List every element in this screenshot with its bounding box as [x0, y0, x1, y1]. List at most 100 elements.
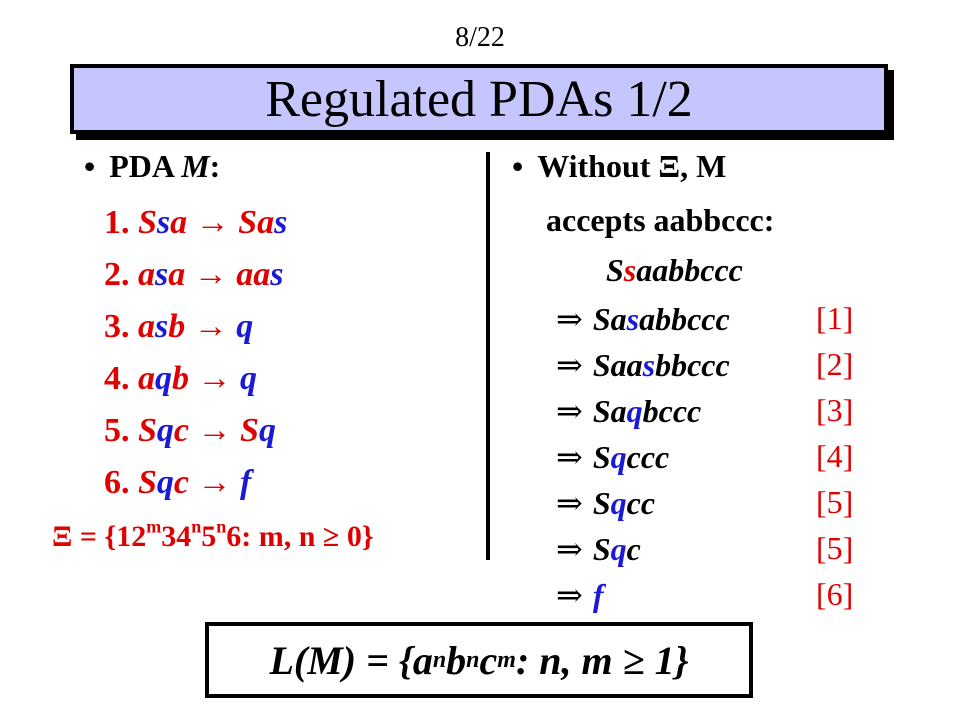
- xi-post: 6: m, n ≥ 0}: [226, 520, 374, 553]
- step-c: bbccc: [655, 347, 730, 383]
- derives-arrow-icon: ⇒: [556, 347, 583, 383]
- rule-rhs-b: q: [236, 308, 254, 345]
- derivation-step: ⇒f: [556, 576, 603, 614]
- xi-definition: Ξ = {12m34n5n6: m, n ≥ 0}: [52, 516, 374, 554]
- left-bullet: •PDA M:: [84, 148, 220, 185]
- step-b: s: [626, 301, 640, 337]
- rule-arrow: →: [189, 412, 241, 449]
- rule-3: 3. asb → q: [104, 308, 253, 346]
- derives-arrow-icon: ⇒: [556, 531, 583, 567]
- left-bullet-var: M: [181, 148, 210, 184]
- rule-num: 2.: [104, 256, 138, 293]
- rule-reference: [4]: [816, 438, 854, 474]
- rule-6: 6. Sqc → f: [104, 464, 251, 502]
- rule-lhs-a: S: [138, 204, 157, 241]
- rule-rhs-a: aa: [236, 256, 271, 293]
- xi-pre: Ξ = {12: [52, 520, 147, 553]
- rule-rhs-b: q: [258, 412, 276, 449]
- step-a: S: [592, 485, 611, 521]
- rule-lhs-b: s: [156, 204, 171, 241]
- rule-4: 4. aqb → q: [104, 360, 257, 398]
- rule-5: 5. Sqc → Sq: [104, 412, 276, 450]
- rule-arrow: →: [185, 256, 237, 293]
- slide-title-box: Regulated PDAs 1/2: [70, 64, 888, 134]
- step-c: abbccc: [639, 301, 730, 337]
- step-b: q: [626, 393, 643, 429]
- derivation-step: ⇒Sqc: [556, 530, 641, 568]
- page-number: 8/22: [455, 22, 505, 53]
- step-b: f: [592, 577, 604, 613]
- start-c: aabbccc: [636, 252, 743, 288]
- rule-num: 4.: [104, 360, 138, 397]
- step-a: S: [592, 439, 611, 475]
- step-c: bccc: [642, 393, 702, 429]
- step-b: q: [610, 531, 627, 567]
- rule-reference: [1]: [816, 300, 854, 336]
- lang-mid1: b: [446, 637, 467, 683]
- column-divider: [486, 152, 490, 560]
- step-a: S: [592, 531, 611, 567]
- derives-arrow-icon: ⇒: [556, 393, 583, 429]
- step-c: ccc: [626, 439, 670, 475]
- derives-arrow-icon: ⇒: [556, 577, 583, 613]
- rule-num: 3.: [104, 308, 138, 345]
- rule-lhs-b: s: [155, 256, 169, 293]
- step-a: Sa: [592, 301, 627, 337]
- xi-sup-m: m: [146, 516, 162, 537]
- rule-reference: [6]: [816, 576, 854, 612]
- derivation-step: ⇒Sasabbccc: [556, 300, 730, 338]
- rule-num: 1.: [104, 204, 138, 241]
- rule-arrow: →: [189, 360, 240, 397]
- step-c: cc: [626, 485, 656, 521]
- rule-lhs-b: s: [155, 308, 169, 345]
- rule-num: 6.: [104, 464, 138, 501]
- right-bullet-line1: Without Ξ, M: [537, 148, 727, 184]
- rule-arrow: →: [189, 464, 241, 501]
- rule-lhs-c: c: [173, 412, 190, 449]
- right-bullet-line2: accepts aabbccc:: [546, 202, 775, 238]
- left-bullet-label: PDA: [109, 148, 182, 184]
- rule-lhs-c: b: [172, 360, 189, 397]
- rule-rhs-b: s: [274, 204, 288, 241]
- rule-arrow: →: [185, 308, 237, 345]
- rule-lhs-a: a: [138, 360, 155, 397]
- lang-sup3: m: [497, 647, 516, 673]
- step-b: q: [610, 439, 627, 475]
- rule-reference: [2]: [816, 346, 854, 382]
- lang-post: : n, m ≥ 1}: [515, 637, 689, 683]
- step-a: Saa: [592, 347, 643, 383]
- derives-arrow-icon: ⇒: [556, 439, 583, 475]
- rule-lhs-c: c: [173, 464, 190, 501]
- rule-reference: [3]: [816, 392, 854, 428]
- xi-sup-n2: n: [216, 516, 227, 537]
- rule-lhs-a: S: [138, 464, 157, 501]
- derives-arrow-icon: ⇒: [556, 485, 583, 521]
- lang-sup2: n: [466, 647, 480, 673]
- step-a: Sa: [592, 393, 627, 429]
- right-bullet: •Without Ξ, M: [512, 148, 726, 185]
- derivation-step: ⇒Saqbccc: [556, 392, 701, 430]
- rule-num: 5.: [104, 412, 138, 449]
- rule-lhs-b: q: [155, 360, 172, 397]
- rule-2: 2. asa → aas: [104, 256, 283, 294]
- rule-rhs-b: q: [240, 360, 257, 397]
- rule-rhs-b: f: [240, 464, 252, 501]
- rule-rhs-a: Sa: [238, 204, 275, 241]
- start-a: S: [606, 252, 624, 288]
- xi-sup-n1: n: [191, 516, 202, 537]
- lang-sup1: n: [432, 647, 447, 673]
- start-state: s: [623, 252, 637, 288]
- rule-lhs-c: a: [168, 256, 186, 293]
- rule-lhs-b: q: [156, 464, 174, 501]
- derivation-step: ⇒Saasbbccc: [556, 346, 730, 384]
- step-c: c: [626, 531, 641, 567]
- xi-mid1: 34: [161, 520, 192, 553]
- slide-title: Regulated PDAs 1/2: [265, 70, 693, 128]
- rule-lhs-c: b: [168, 308, 186, 345]
- bullet-dot: •: [84, 148, 96, 184]
- rule-1: 1. Ssa → Sas: [104, 204, 287, 242]
- rule-lhs-a: S: [138, 412, 157, 449]
- rule-lhs-a: a: [138, 308, 155, 345]
- step-b: s: [642, 347, 656, 383]
